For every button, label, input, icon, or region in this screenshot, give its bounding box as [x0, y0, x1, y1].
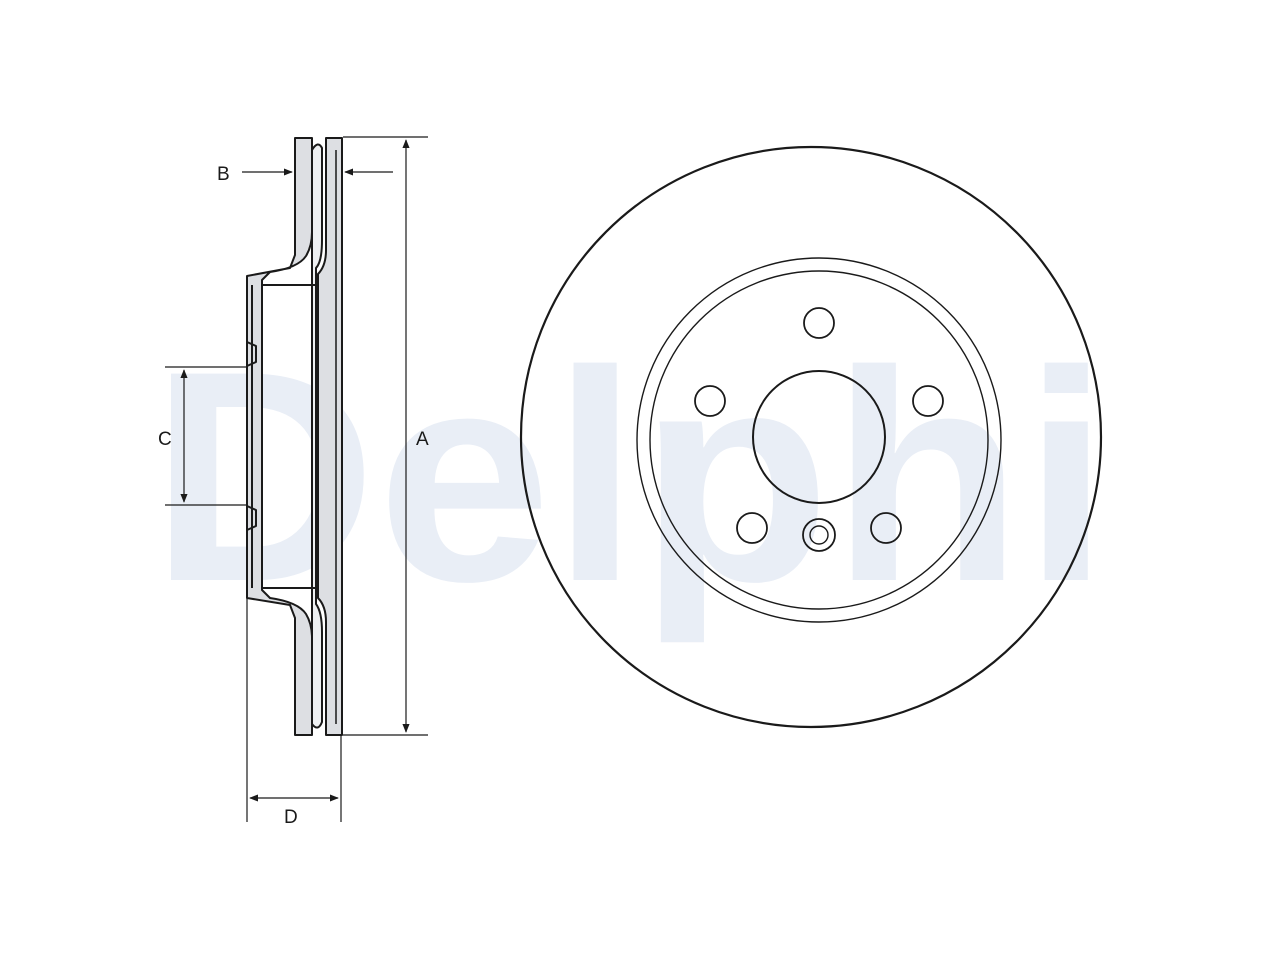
locating-hole-inner [809, 525, 829, 545]
delphi-watermark: Delphi [150, 308, 1110, 646]
disc-outer-edge [519, 145, 1103, 729]
bolt-hole-3 [870, 512, 902, 544]
dim-label-c: C [158, 429, 172, 450]
bolt-hole-5 [694, 385, 726, 417]
dim-label-d: D [284, 807, 298, 828]
dim-label-a: A [416, 429, 429, 450]
bolt-hole-2 [912, 385, 944, 417]
hat-outer-edge [649, 270, 989, 610]
hub-bore [752, 370, 886, 504]
disc-side-section [246, 137, 343, 736]
pilot-notch-bottom [246, 505, 257, 531]
dim-label-b: B [217, 164, 230, 185]
disc-front-view [519, 145, 1103, 729]
dimension-lines [165, 136, 428, 822]
locating-hole-outer [802, 518, 836, 552]
friction-ring-inner-edge [636, 257, 1002, 623]
bolt-hole-1 [803, 307, 835, 339]
vent-core [311, 143, 323, 729]
pilot-notch-top [246, 341, 257, 367]
bolt-hole-4 [736, 512, 768, 544]
